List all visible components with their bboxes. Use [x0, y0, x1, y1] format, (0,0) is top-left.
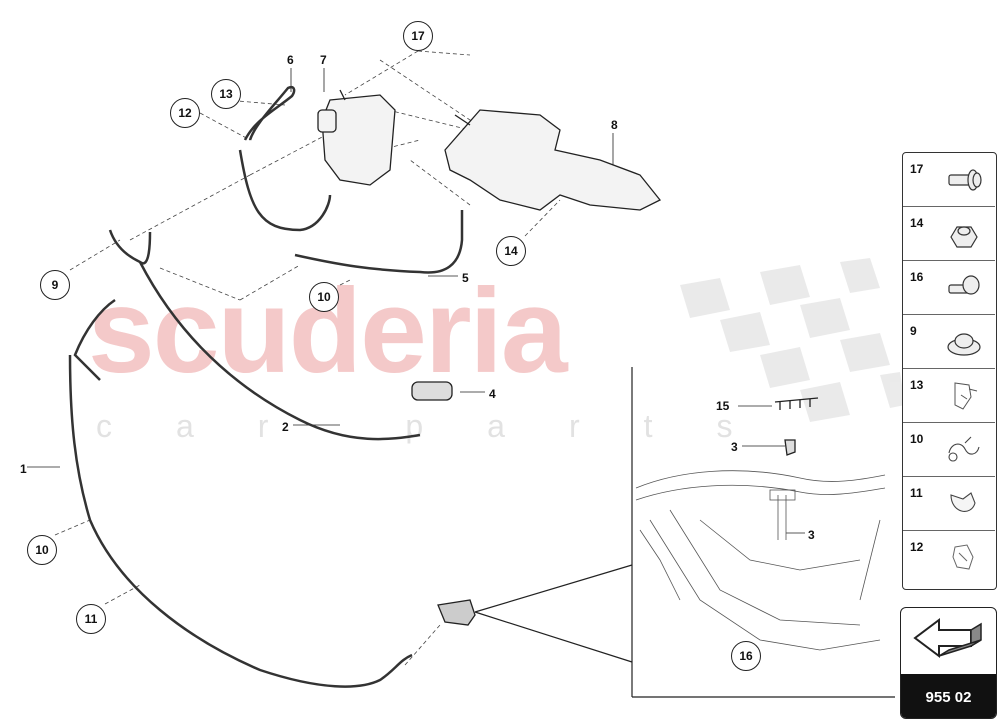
legend-item-9[interactable]: 9 — [903, 315, 995, 369]
callout-13[interactable]: 13 — [211, 79, 241, 109]
callout-11[interactable]: 11 — [76, 604, 106, 634]
legend-number: 16 — [910, 270, 924, 284]
legend-number: 12 — [910, 540, 924, 554]
bolt-flange-icon — [948, 169, 982, 191]
diagram-code: 955 02 — [901, 674, 996, 718]
label-part-4[interactable]: 4 — [489, 387, 496, 401]
legend-number: 9 — [910, 324, 917, 338]
legend-item-14[interactable]: 14 — [903, 207, 995, 261]
label-part-7[interactable]: 7 — [320, 53, 327, 67]
legend-number: 17 — [910, 162, 924, 176]
label-part-15[interactable]: 15 — [716, 399, 730, 413]
label-part-3[interactable]: 3 — [731, 440, 738, 454]
callout-10-left[interactable]: 10 — [27, 535, 57, 565]
label-part-3-detail[interactable]: 3 — [808, 528, 815, 542]
label-part-2[interactable]: 2 — [282, 420, 289, 434]
callout-14[interactable]: 14 — [496, 236, 526, 266]
legend-item-10[interactable]: 10 — [903, 423, 995, 477]
clip-bracket-icon — [950, 492, 976, 512]
label-part-1[interactable]: 1 — [20, 462, 27, 476]
hex-nut-icon — [950, 226, 978, 248]
legend-number: 14 — [910, 216, 924, 230]
label-part-5[interactable]: 5 — [462, 271, 469, 285]
arrow-back-icon — [913, 618, 982, 658]
label-part-8[interactable]: 8 — [611, 118, 618, 132]
watermark-subtitle: car parts — [96, 408, 797, 444]
cable-clip-icon — [952, 544, 974, 570]
bolt-round-head-icon — [948, 275, 980, 295]
retaining-clip-icon — [948, 436, 980, 462]
callout-17[interactable]: 17 — [403, 21, 433, 51]
callout-9[interactable]: 9 — [40, 270, 70, 300]
grommet-icon — [947, 333, 981, 356]
legend-item-17[interactable]: 17 — [903, 153, 995, 207]
legend-number: 13 — [910, 378, 924, 392]
legend-number: 10 — [910, 432, 924, 446]
small-parts-legend: 17 14 16 9 13 10 11 12 — [902, 152, 997, 590]
callout-12[interactable]: 12 — [170, 98, 200, 128]
arrow-area — [901, 608, 996, 674]
legend-item-12[interactable]: 12 — [903, 531, 995, 585]
callout-10-top[interactable]: 10 — [309, 282, 339, 312]
navigate-to-diagram-button[interactable]: 955 02 — [900, 607, 997, 719]
legend-item-16[interactable]: 16 — [903, 261, 995, 315]
callout-16[interactable]: 16 — [731, 641, 761, 671]
legend-number: 11 — [910, 486, 923, 500]
legend-item-13[interactable]: 13 — [903, 369, 995, 423]
legend-item-11[interactable]: 11 — [903, 477, 995, 531]
hose-clip-icon — [954, 382, 978, 410]
label-part-6[interactable]: 6 — [287, 53, 294, 67]
